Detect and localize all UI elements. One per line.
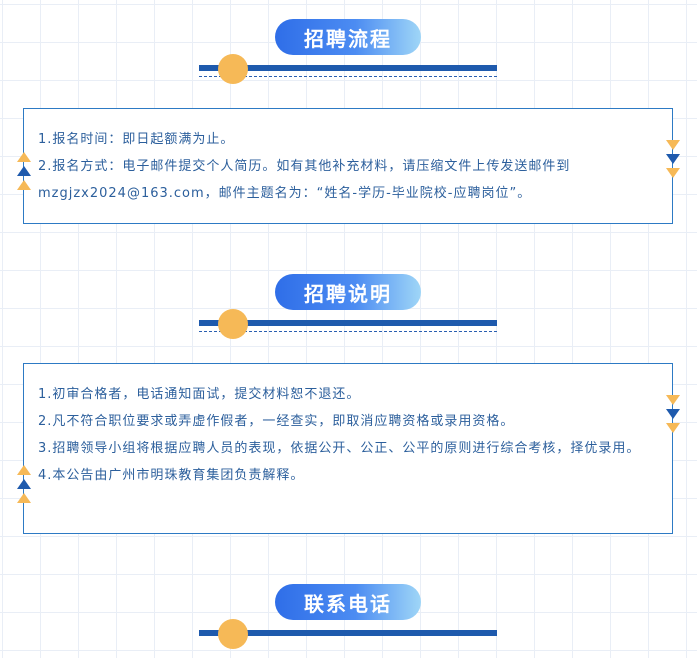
arrow-down-decoration-icon [666,391,680,435]
section-title-pill: 招聘说明 [275,274,421,310]
section-title-pill: 招聘流程 [275,19,421,55]
title-dashed-line [199,331,497,332]
content-item: 2.凡不符合职位要求或弄虚作假者，一经查实，即取消应聘资格或录用资格。 [38,414,515,429]
title-underline-bar [199,630,497,636]
content-item: 2.报名方式：电子邮件提交个人简历。如有其他补充材料，请压缩文件上传发送邮件到m… [38,159,571,201]
content-item: 3.招聘领导小组将根据应聘人员的表现，依据公开、公正、公平的原则进行综合考核，择… [38,441,641,456]
section-header-notes: 招聘说明 [0,274,697,346]
content-item: 4.本公告由广州市明珠教育集团负责解释。 [38,468,305,483]
title-underline-bar [199,320,497,326]
arrow-up-decoration-icon [17,465,31,509]
orange-circle-decoration [218,309,248,339]
section-header-process: 招聘流程 [0,19,697,91]
orange-circle-decoration [218,619,248,649]
content-item: 1.报名时间：即日起额满为止。 [38,132,235,147]
orange-circle-decoration [218,54,248,84]
section-title: 招聘流程 [304,26,392,51]
arrow-up-decoration-icon [17,152,31,196]
title-underline-bar [199,65,497,71]
content-card-notes: 1.初审合格者，电话通知面试，提交材料恕不退还。 2.凡不符合职位要求或弄虚作假… [23,363,673,534]
title-dashed-line [199,76,497,77]
section-title: 联系电话 [304,591,392,616]
section-title-pill: 联系电话 [275,584,421,620]
arrow-down-decoration-icon [666,136,680,180]
content-card-process: 1.报名时间：即日起额满为止。 2.报名方式：电子邮件提交个人简历。如有其他补充… [23,108,673,224]
content-item: 1.初审合格者，电话通知面试，提交材料恕不退还。 [38,387,361,402]
section-header-contact: 联系电话 [0,584,697,656]
section-title: 招聘说明 [304,281,392,306]
